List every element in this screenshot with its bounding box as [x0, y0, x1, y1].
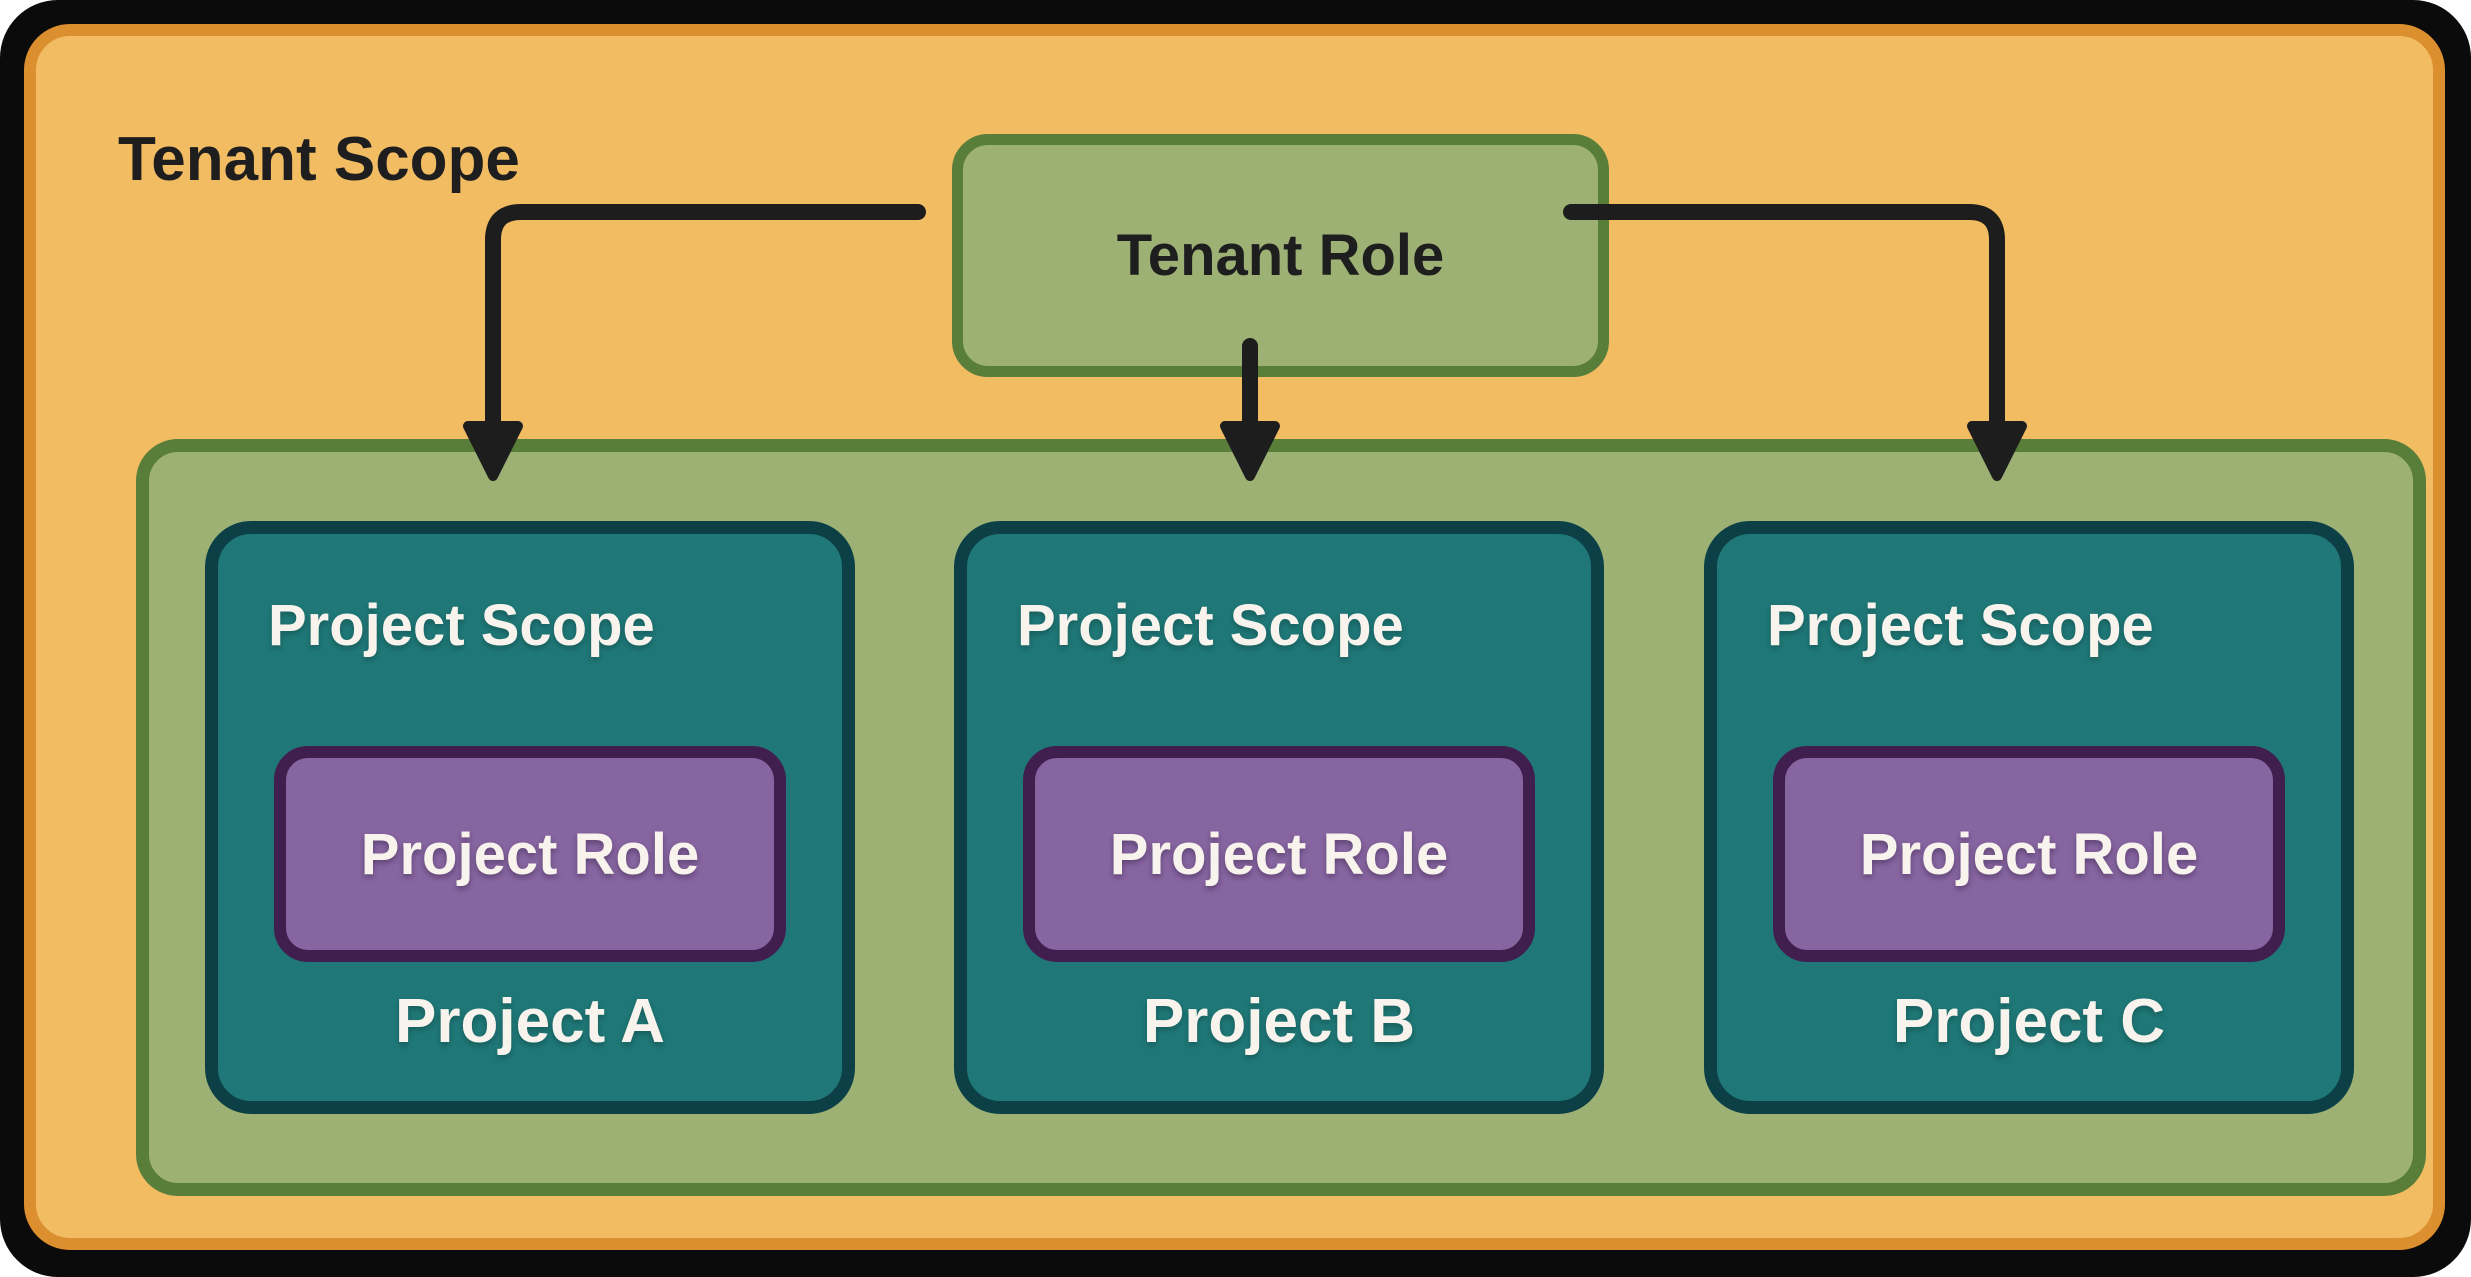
project-name-label: Project C: [1892, 987, 2166, 1056]
tenant-scope-label: Tenant Scope: [118, 125, 520, 194]
project-scope-label: Project Scope: [1017, 593, 1404, 658]
project-scope-card: Project Scope Project Role Project C: [1704, 521, 2354, 1114]
project-name-label: Project B: [1142, 987, 1416, 1056]
tenant-scope-card: Tenant Scope Tenant Role Project Scope P…: [24, 24, 2445, 1250]
project-scope-label: Project Scope: [1767, 593, 2154, 658]
project-role-label: Project Role: [1109, 821, 1449, 887]
tenant-role-box: Tenant Role: [952, 134, 1609, 377]
project-scope-label: Project Scope: [268, 593, 655, 658]
tenant-role-label: Tenant Role: [1116, 223, 1445, 288]
project-role-box: Project Role: [1023, 746, 1535, 962]
project-role-box: Project Role: [274, 746, 786, 962]
project-scope-card: Project Scope Project Role Project A: [205, 521, 855, 1114]
project-role-box: Project Role: [1773, 746, 2285, 962]
project-role-label: Project Role: [360, 821, 700, 887]
project-role-label: Project Role: [1859, 821, 2199, 887]
project-scope-card: Project Scope Project Role Project B: [954, 521, 1604, 1114]
project-name-label: Project A: [395, 987, 665, 1056]
project-container: Project Scope Project Role Project A Pro…: [136, 439, 2426, 1196]
